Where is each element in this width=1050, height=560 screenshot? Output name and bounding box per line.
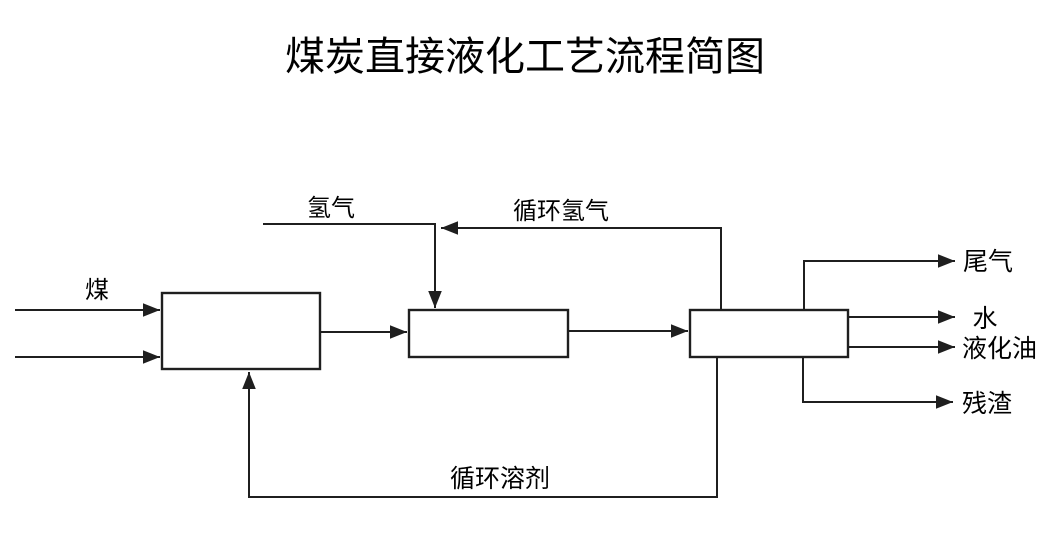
hydrogen-label: 氢气: [307, 195, 355, 222]
hydrogen-feed-line: [263, 223, 442, 308]
process-box-3: [688, 308, 850, 359]
diagram-title: 煤炭直接液化工艺流程简图: [285, 35, 765, 79]
residue-line: [802, 357, 953, 409]
process-box-2: [407, 308, 570, 359]
water-label: 水: [972, 305, 997, 333]
liquefied-oil-label: 液化油: [962, 335, 1037, 363]
recycle-solvent-line: [242, 357, 718, 498]
residue-label: 残渣: [962, 390, 1012, 418]
coal-label: 煤: [85, 277, 109, 304]
recycle-solvent-label: 循环溶剂: [450, 465, 550, 493]
tail-gas-line: [803, 254, 955, 310]
process-box-1: [160, 291, 322, 371]
recycle-hydrogen-line: [441, 221, 722, 310]
recycle-hydrogen-label: 循环氢气: [513, 198, 609, 225]
tail-gas-label: 尾气: [963, 248, 1013, 276]
